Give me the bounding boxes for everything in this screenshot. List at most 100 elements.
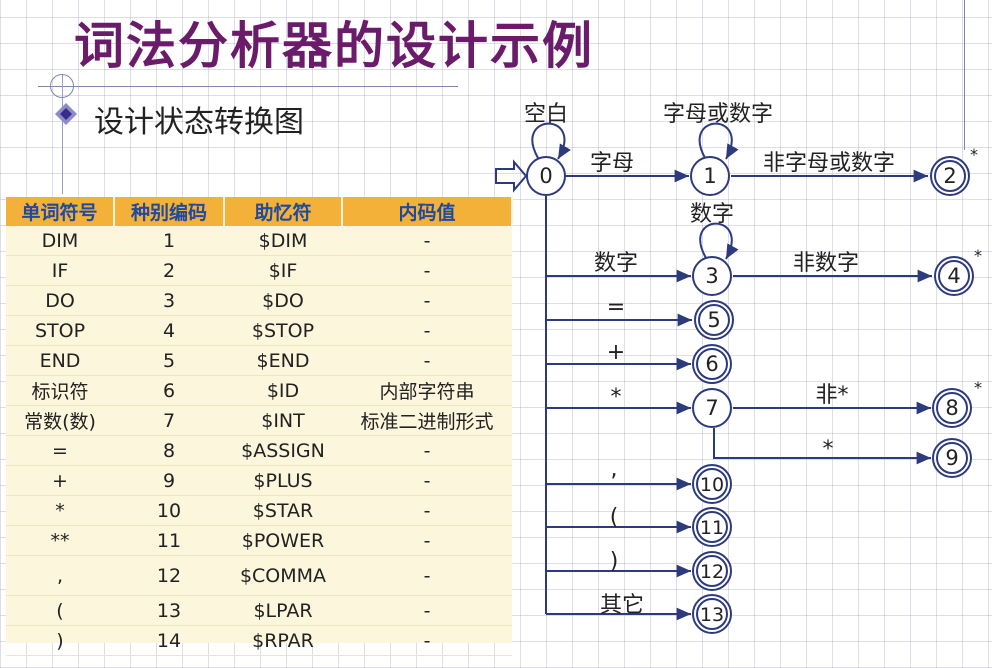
state-7: 7: [692, 388, 732, 428]
decorative-line: [964, 0, 965, 150]
table-cell: -: [342, 285, 512, 316]
start-arrow-icon: [495, 159, 528, 193]
state-0: 0: [526, 156, 566, 196]
state-9: 9: [932, 438, 972, 478]
label-edge-0-1: 字母: [590, 151, 634, 176]
retract-mark-8: *: [974, 378, 982, 397]
table-cell: -: [342, 625, 512, 656]
label-edge-7-8: 非*: [815, 383, 848, 408]
table-cell: $LPAR: [224, 595, 342, 626]
label-loop-1: 字母或数字: [663, 102, 773, 127]
table-cell: 10: [114, 495, 224, 526]
retract-mark-4: *: [974, 246, 982, 265]
table-cell: 3: [114, 285, 224, 316]
subtitle: 设计状态转换图: [94, 105, 304, 140]
table-cell: 14: [114, 625, 224, 656]
table-cell: 12: [114, 555, 224, 596]
state-2: 2: [930, 156, 970, 196]
table-row: (13$LPAR-: [6, 595, 512, 626]
state-3: 3: [692, 256, 732, 296]
table-cell: =: [6, 435, 114, 466]
table-header-cell: 助忆符: [224, 197, 343, 226]
state-label: 13: [700, 604, 724, 626]
label-edge-0-13: 其它: [600, 593, 644, 618]
state-12: 12: [692, 551, 732, 591]
table-cell: 8: [114, 435, 224, 466]
table-cell: $END: [224, 345, 342, 376]
table-row: =8$ASSIGN-: [6, 435, 512, 466]
state-label: 11: [700, 517, 724, 539]
label-edge-0-6: +: [607, 340, 625, 365]
label-edge-0-10: ,: [611, 457, 618, 482]
page-title: 词法分析器的设计示例: [74, 16, 594, 75]
table-cell: STOP: [6, 315, 114, 346]
state-label: 0: [539, 164, 552, 188]
table-row: +9$PLUS-: [6, 465, 512, 496]
table-header-cell: 内码值: [342, 197, 513, 226]
table-cell: IF: [6, 255, 114, 286]
table-cell: -: [342, 495, 512, 526]
state-label: 3: [705, 264, 718, 288]
table-cell: $DO: [224, 285, 342, 316]
label-edge-0-11: (: [610, 505, 619, 530]
table-cell: $STAR: [224, 495, 342, 526]
retract-mark-2: *: [970, 145, 978, 164]
table-cell: 7: [114, 405, 224, 436]
state-label: 2: [943, 164, 956, 188]
table-cell: -: [342, 345, 512, 376]
table-cell: $ASSIGN: [224, 435, 342, 466]
state-label: 4: [947, 264, 960, 288]
table-cell: $RPAR: [224, 625, 342, 656]
state-1: 1: [690, 156, 730, 196]
table-cell: -: [342, 255, 512, 286]
state-13: 13: [692, 594, 732, 634]
table-row: ,12$COMMA-: [6, 555, 512, 596]
label-loop-0: 空白: [524, 102, 568, 127]
label-edge-3-4: 非数字: [793, 251, 859, 276]
table-cell: 常数(数): [6, 405, 114, 436]
label-edge-0-5: =: [607, 295, 625, 320]
table-cell: -: [342, 465, 512, 496]
table-cell: $PLUS: [224, 465, 342, 496]
loop-1: [698, 122, 739, 160]
table-cell: $STOP: [224, 315, 342, 346]
table-cell: DO: [6, 285, 114, 316]
loop-3: [699, 222, 739, 260]
table-row: *10$STAR-: [6, 495, 512, 526]
state-label: 5: [707, 308, 720, 332]
table-cell: $INT: [224, 405, 342, 436]
state-label: 6: [705, 352, 718, 376]
label-edge-1-2: 非字母或数字: [763, 151, 895, 176]
table-cell: 13: [114, 595, 224, 626]
state-4: 4: [934, 256, 974, 296]
state-label: 10: [700, 474, 724, 496]
table-header-row: 单词符号 种别编码 助忆符 内码值: [6, 197, 513, 226]
state-label: 1: [703, 164, 716, 188]
table-cell: -: [342, 595, 512, 626]
state-8: 8: [932, 388, 972, 428]
state-label: 9: [945, 446, 958, 470]
table-cell: (: [6, 595, 114, 626]
table-cell: 标准二进制形式: [342, 405, 512, 436]
edge-7-9: [713, 428, 931, 465]
table-header-cell: 单词符号: [6, 197, 115, 226]
table-cell: 11: [114, 525, 224, 556]
table-cell: $COMMA: [224, 555, 342, 596]
state-label: 7: [705, 396, 718, 420]
state-5: 5: [694, 300, 734, 340]
table-cell: 2: [114, 255, 224, 286]
state-label: 12: [700, 561, 724, 583]
decorative-line: [62, 74, 63, 194]
table-cell: ): [6, 625, 114, 656]
label-edge-0-7: *: [611, 385, 622, 410]
table-cell: 5: [114, 345, 224, 376]
table-header-cell: 种别编码: [114, 197, 225, 226]
